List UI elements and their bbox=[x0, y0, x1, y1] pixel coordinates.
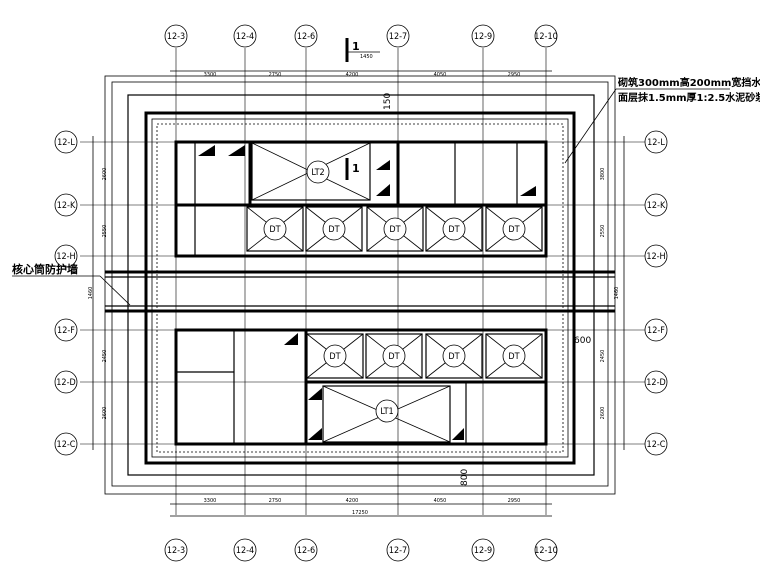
axis-left-3: 12-H bbox=[56, 252, 75, 262]
lt2-label: LT2 bbox=[311, 168, 324, 178]
right-dim-4: 2450 bbox=[600, 350, 606, 363]
right-dim-1: 3800 bbox=[600, 168, 606, 181]
left-dim-1: 2600 bbox=[102, 168, 108, 181]
left-dim-2: 2550 bbox=[102, 225, 108, 238]
bottom-axis-bubbles: 12-3 12-4 12-6 12-7 12-9 12-10 bbox=[164, 538, 558, 562]
right-dim-3: 1460 bbox=[614, 287, 620, 300]
left-dim-5: 2600 bbox=[102, 407, 108, 420]
water-barrier-note: 砌筑300mm高200mm宽挡水坎 面层抹1.5mm厚1:2.5水泥砂浆 bbox=[564, 76, 760, 164]
axis-bottom-2: 12-4 bbox=[236, 546, 254, 556]
axis-bottom-1: 12-3 bbox=[167, 546, 185, 556]
section-mark-top: 1 1450 bbox=[345, 38, 380, 62]
dt-label-5: DT bbox=[508, 225, 519, 235]
top-axis-bubbles: 12-3 12-4 12-6 12-7 12-9 12-10 bbox=[164, 24, 558, 48]
dt-label-7: DT bbox=[388, 352, 399, 362]
lt2-shaft: LT2 bbox=[251, 142, 371, 201]
axis-right-4: 12-F bbox=[647, 326, 665, 336]
lt1-label: LT1 bbox=[380, 407, 393, 417]
axis-bottom-6: 12-10 bbox=[534, 546, 558, 556]
bottom-dim-labels: 3300 2750 4200 4050 2950 17250 bbox=[204, 498, 521, 516]
axis-bottom-3: 12-6 bbox=[297, 546, 315, 556]
right-dim-labels: 3800 2550 1460 2450 2600 bbox=[600, 168, 620, 420]
dt-label-3: DT bbox=[389, 225, 400, 235]
note-line-1: 砌筑300mm高200mm宽挡水坎 bbox=[617, 76, 760, 89]
top-dim-3: 4200 bbox=[346, 72, 359, 78]
top-dim-labels: 3300 2750 4200 4050 2950 bbox=[204, 72, 521, 78]
core-wall-label: 核心筒防护墙 bbox=[12, 262, 78, 276]
axis-top-3: 12-6 bbox=[297, 32, 315, 42]
core-wall-callout: 核心筒防护墙 bbox=[12, 262, 131, 306]
dt-label-4: DT bbox=[448, 225, 459, 235]
axis-left-4: 12-F bbox=[57, 326, 75, 336]
top-dim-1: 3300 bbox=[204, 72, 217, 78]
top-dim-2: 2750 bbox=[269, 72, 282, 78]
dimension-lines bbox=[92, 70, 625, 517]
section-mark-inner: 1 bbox=[345, 158, 360, 180]
left-dim-3: 1460 bbox=[88, 287, 94, 300]
slab-outlines bbox=[104, 75, 616, 495]
lt1-shaft: LT1 bbox=[322, 385, 451, 443]
section-mark-number: 1 bbox=[352, 40, 360, 53]
dim-600: 600 bbox=[574, 336, 591, 346]
left-axis-bubbles: 12-L 12-K 12-H 12-F 12-D 12-C bbox=[54, 130, 78, 456]
axis-left-6: 12-C bbox=[57, 440, 76, 450]
upper-core-walls bbox=[174, 140, 548, 258]
top-dim-small: 1450 bbox=[360, 54, 373, 60]
stair-marks bbox=[198, 145, 536, 440]
dt-label-6: DT bbox=[329, 352, 340, 362]
lower-core-walls bbox=[174, 328, 548, 446]
axis-top-6: 12-10 bbox=[534, 32, 558, 42]
left-dim-4: 2450 bbox=[102, 350, 108, 363]
axis-left-1: 12-L bbox=[57, 138, 75, 148]
dt-shafts-upper: DT DT DT DT DT bbox=[246, 206, 543, 252]
top-dim-4: 4050 bbox=[434, 72, 447, 78]
bottom-dim-1: 3300 bbox=[204, 498, 217, 504]
dt-shafts-lower: DT DT DT DT bbox=[306, 333, 543, 379]
bottom-dim-4: 4050 bbox=[434, 498, 447, 504]
axis-right-3: 12-H bbox=[646, 252, 665, 262]
axis-right-5: 12-D bbox=[646, 378, 665, 388]
note-line-2: 面层抹1.5mm厚1:2.5水泥砂浆 bbox=[618, 91, 760, 104]
right-dim-2: 2550 bbox=[600, 225, 606, 238]
axis-right-1: 12-L bbox=[647, 138, 665, 148]
axis-top-5: 12-9 bbox=[474, 32, 492, 42]
right-axis-bubbles: 12-L 12-K 12-H 12-F 12-D 12-C bbox=[644, 130, 668, 456]
top-dim-5: 2950 bbox=[508, 72, 521, 78]
left-dim-labels: 2600 2550 1460 2450 2600 bbox=[88, 168, 108, 420]
horizontal-axis-lines bbox=[80, 141, 650, 445]
axis-left-2: 12-K bbox=[57, 201, 76, 211]
right-dim-5: 2600 bbox=[600, 407, 606, 420]
bottom-dim-5: 2950 bbox=[508, 498, 521, 504]
dim-800: 800 bbox=[460, 469, 470, 486]
axis-top-4: 12-7 bbox=[389, 32, 407, 42]
axis-top-1: 12-3 bbox=[167, 32, 185, 42]
core-wall-band bbox=[105, 270, 615, 313]
dt-label-2: DT bbox=[328, 225, 339, 235]
bottom-dim-3: 4200 bbox=[346, 498, 359, 504]
axis-top-2: 12-4 bbox=[236, 32, 254, 42]
dt-label-8: DT bbox=[448, 352, 459, 362]
bottom-dim-total: 17250 bbox=[352, 510, 368, 516]
axis-bottom-5: 12-9 bbox=[474, 546, 492, 556]
axis-left-5: 12-D bbox=[56, 378, 75, 388]
dim-150: 150 bbox=[383, 93, 393, 110]
bottom-dim-2: 2750 bbox=[269, 498, 282, 504]
axis-right-2: 12-K bbox=[647, 201, 666, 211]
dt-label-1: DT bbox=[269, 225, 280, 235]
section-mark-inner-number: 1 bbox=[352, 162, 360, 175]
axis-bottom-4: 12-7 bbox=[389, 546, 407, 556]
dt-label-9: DT bbox=[508, 352, 519, 362]
axis-right-6: 12-C bbox=[647, 440, 666, 450]
